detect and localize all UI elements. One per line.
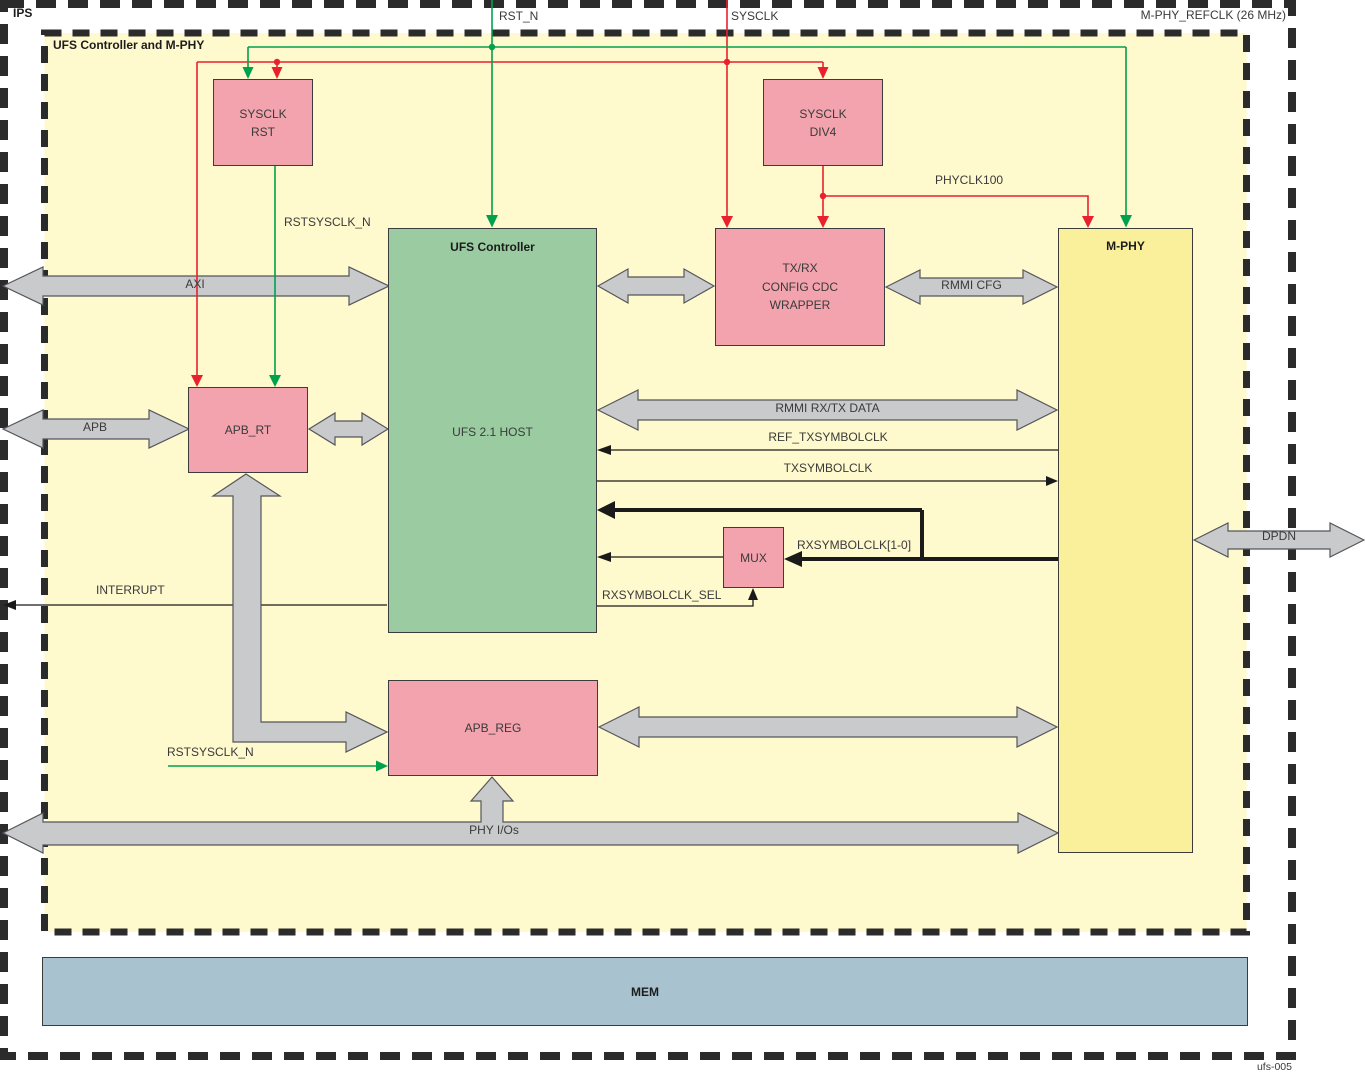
ref-txsymbolclk-label: REF_TXSYMBOLCLK	[768, 430, 888, 444]
sysclk-apbrt-arrowhead	[191, 375, 203, 387]
apbrt-apbreg-arrow	[211, 473, 389, 753]
phy-ios-bus-arrow	[1, 776, 1060, 854]
txsymbolclk-label: TXSYMBOLCLK	[783, 461, 873, 475]
junction-dot	[723, 58, 731, 66]
dpdn-bus-arrow	[1192, 522, 1365, 558]
rmmi-cfg-arrow	[884, 269, 1059, 305]
junction-dot	[819, 192, 827, 200]
ips-label: IPS	[13, 6, 33, 20]
rmmi-cfg-label: RMMI CFG	[941, 278, 1002, 292]
rxsymbolclk-mux-arrowhead	[784, 551, 802, 567]
junction-dot	[488, 43, 496, 51]
phyclk100-label: PHYCLK100	[935, 173, 1004, 187]
ufs-controller-block: UFS Controller UFS 2.1 HOST	[388, 228, 597, 633]
txsymbolclk-arrowhead	[1046, 476, 1058, 486]
apbreg-mphy-arrow	[597, 706, 1059, 748]
apb-rt-block: APB_RT	[188, 387, 308, 473]
phy-ios-label: PHY I/Os	[469, 823, 519, 837]
sysclk-rst-arrowhead	[271, 67, 283, 79]
rstn-mphy-arrowhead	[1120, 215, 1132, 228]
rstn-rst-arrowhead	[242, 67, 254, 79]
rstsysclk-apbrt-arrowhead	[269, 375, 281, 387]
mux-label: MUX	[740, 550, 767, 565]
rmmi-data-label: RMMI RX/TX DATA	[775, 401, 880, 415]
rmmi-data-arrow	[596, 389, 1059, 431]
rstsysclk-apbreg-arrowhead	[376, 760, 388, 772]
apb-rt-label: APB_RT	[224, 423, 272, 437]
phyclk100-arrowhead	[1082, 216, 1094, 228]
ref-txsymbolclk-arrowhead	[597, 445, 611, 455]
phyclk100-line	[823, 195, 1089, 217]
apb-reg-block: APB_REG	[388, 680, 598, 776]
sysclk-div4-arrowhead	[817, 67, 829, 79]
rxsymbolclk-sel-arrowhead	[748, 588, 758, 600]
ufs-txrx-arrow	[596, 267, 716, 305]
mphy-refclk-label: M-PHY_REFCLK (26 MHz)	[1140, 8, 1286, 22]
rxsymbolclk-ufs-arrowhead	[597, 501, 615, 519]
mem-label: MEM	[631, 984, 659, 999]
mphy-label: M-PHY	[1106, 239, 1145, 253]
apb-label: APB	[82, 420, 107, 434]
junction-dot	[273, 58, 281, 66]
mux-output-arrowhead	[597, 552, 611, 562]
figure-id: ufs-005	[1256, 1061, 1292, 1073]
rxsymbolclk-sel-label: RXSYMBOLCLK_SEL	[602, 588, 722, 602]
txrx-cdc-wrapper-label: TX/RX CONFIG CDC WRAPPER	[762, 261, 838, 313]
dpdn-label: DPDN	[1261, 529, 1296, 543]
mphy-block: M-PHY	[1058, 228, 1193, 853]
ufs-controller-title: UFS Controller	[450, 240, 535, 254]
apb-reg-label: APB_REG	[464, 721, 522, 735]
div4-txrx-arrowhead	[817, 216, 829, 228]
txrx-cdc-wrapper-block: TX/RX CONFIG CDC WRAPPER	[715, 228, 885, 346]
mux-block: MUX	[723, 527, 784, 588]
rstsysclk-n-bottom-label: RSTSYSCLK_N	[167, 745, 254, 759]
rxsymbolclk-sel-line	[597, 599, 754, 607]
ufs-host-label: UFS 2.1 HOST	[452, 425, 533, 439]
ips-region-border	[0, 0, 1296, 1060]
mem-block: MEM	[42, 957, 1248, 1026]
sysclk-txrx-arrowhead	[721, 216, 733, 228]
interrupt-arrowhead	[3, 600, 16, 610]
sysclk-div4-label: SYSCLK DIV4	[799, 106, 847, 139]
sysclk-rst-label: SYSCLK RST	[239, 106, 287, 139]
sysclk-div4-block: SYSCLK DIV4	[763, 79, 883, 166]
interrupt-label: INTERRUPT	[96, 583, 165, 597]
rxsymbolclk-bus-label: RXSYMBOLCLK[1-0]	[797, 538, 912, 552]
sysclk-rst-block: SYSCLK RST	[213, 79, 313, 166]
rstsysclk-n-top-label: RSTSYSCLK_N	[284, 215, 371, 229]
sysclk-label: SYSCLK	[731, 9, 779, 23]
axi-label: AXI	[185, 277, 205, 291]
region-label: UFS Controller and M-PHY	[53, 38, 205, 52]
rst-n-label: RST_N	[499, 9, 539, 23]
rstn-ufs-arrowhead	[486, 215, 498, 228]
